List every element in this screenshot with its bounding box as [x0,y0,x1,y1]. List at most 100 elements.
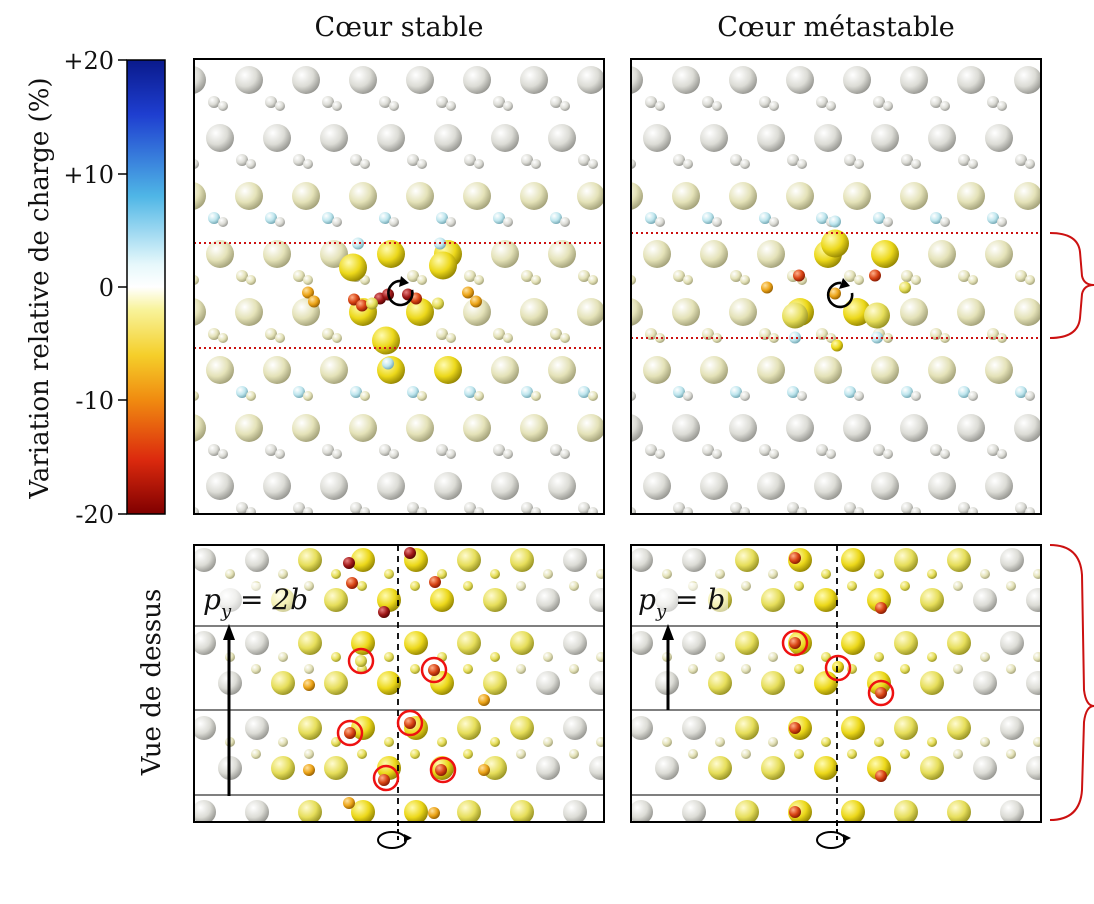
atom [793,269,805,282]
atom [673,386,685,398]
atom [631,631,653,655]
atom [596,652,604,662]
atom [503,449,513,459]
atom [225,569,235,579]
atom [351,800,375,822]
atom [407,154,419,166]
atom [605,124,633,152]
atom [194,507,199,514]
atoms-metastable-top-view [631,548,1069,822]
atom [757,356,785,384]
atom [343,557,355,569]
atom [520,182,548,210]
atom [843,298,871,326]
atom [331,569,341,579]
atom [655,217,665,227]
atom [631,182,643,210]
atom [596,569,604,579]
atom [245,631,269,655]
title-stable-core: Cœur stable [315,12,484,43]
atom [968,159,978,169]
atom [543,569,553,579]
atom [308,295,320,308]
atom [432,297,444,310]
periodicity-value: = b [666,583,725,616]
atom [349,182,377,210]
atom [626,43,636,53]
atom [463,581,473,591]
atom [816,96,828,108]
atom [1042,240,1070,268]
atom [953,664,963,674]
atom [463,749,473,759]
atom [997,449,1007,459]
atom [688,664,698,674]
atom [462,286,474,299]
atom [510,548,534,572]
atom [789,331,801,344]
atom [560,217,570,227]
highlight-circle [867,679,895,707]
atom [831,339,843,352]
atom [957,298,985,326]
atom [631,275,636,285]
atom [987,212,999,224]
atom [643,240,671,268]
atom [841,631,865,655]
atom [360,159,370,169]
atom [997,101,1007,111]
periodicity-label-metastable: py = b [636,583,728,622]
highlight-circles-stable [336,647,457,792]
atom [673,154,685,166]
atom [474,159,484,169]
atom [382,357,394,370]
atom [406,66,434,94]
atom [417,43,427,53]
atom [246,275,256,285]
atom [563,800,587,822]
atom [429,251,457,280]
atom [588,275,598,285]
atom [645,96,657,108]
atom [821,737,831,747]
atom [434,124,462,152]
atom [900,298,928,326]
atom [377,240,405,268]
atom [844,502,856,514]
atom [536,756,560,780]
atom [292,66,320,94]
atom [605,472,633,500]
atom [320,472,348,500]
atom [493,96,505,108]
atom [1042,588,1070,616]
atom [521,386,533,398]
colorbar-ticks [118,59,127,515]
atom [1000,631,1024,655]
atom [428,807,440,819]
atom [265,328,277,340]
atom [379,96,391,108]
atom [1059,664,1069,674]
atom [352,237,364,250]
atom [873,444,885,456]
atom [1059,581,1069,591]
atom [470,295,482,308]
atom [874,737,884,747]
colorbar-tick-label: -20 [75,501,114,529]
atom [789,637,801,649]
atom [968,507,978,514]
atom [928,356,956,384]
atom [548,356,576,384]
atom [740,159,750,169]
atom [741,664,751,674]
colorbar-tick-label: -10 [75,387,114,415]
atom [491,356,519,384]
atom [789,806,801,818]
atom [911,507,921,514]
atom [980,652,990,662]
atom [332,101,342,111]
atom [550,328,562,340]
atom [1072,386,1084,398]
atom [987,96,999,108]
panel-metastable-core [630,58,1042,515]
